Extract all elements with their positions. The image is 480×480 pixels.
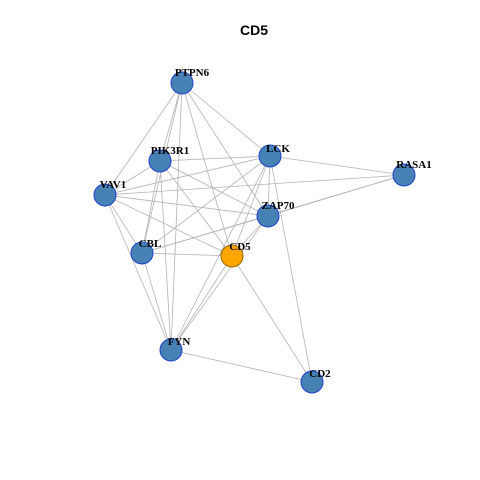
- node-label-zap70: ZAP70: [262, 200, 296, 212]
- edge-cd5-fyn: [170, 255, 233, 351]
- edge-pik3r1-zap70: [159, 160, 269, 217]
- edge-ptpn6-fyn: [170, 82, 183, 351]
- edge-zap70-fyn: [170, 215, 269, 351]
- node-label-fyn: FYN: [168, 336, 191, 348]
- node-cd2: CD2: [300, 368, 331, 394]
- node-label-rasa1: RASA1: [396, 159, 431, 171]
- node-lck: LCK: [258, 143, 290, 168]
- node-label-pik3r1: PIK3R1: [151, 145, 190, 157]
- node-circle-vav1: [93, 183, 117, 207]
- node-circle-rasa1: [392, 163, 416, 187]
- node-label-ptpn6: PTPN6: [175, 67, 210, 79]
- node-cbl: CBL: [130, 238, 162, 265]
- node-fyn: FYN: [159, 336, 191, 362]
- node-label-cd2: CD2: [309, 368, 331, 380]
- edge-lck-rasa1: [269, 155, 405, 176]
- edge-pik3r1-fyn: [159, 160, 172, 351]
- node-circle-ptpn6: [170, 71, 194, 95]
- edge-layer: [104, 82, 405, 383]
- edge-pik3r1-lck: [159, 155, 271, 162]
- edge-lck-cd5: [231, 155, 271, 257]
- edge-rasa1-vav1: [104, 174, 405, 196]
- edge-lck-vav1: [104, 155, 271, 196]
- node-circle-pik3r1: [148, 149, 172, 173]
- edge-cbl-cd5: [141, 252, 233, 257]
- node-zap70: ZAP70: [256, 200, 296, 228]
- node-circle-cbl: [130, 241, 154, 265]
- edge-zap70-cbl: [141, 215, 269, 254]
- edge-vav1-cd5: [104, 194, 233, 257]
- edge-lck-cd2: [269, 155, 313, 383]
- node-label-cd5: CD5: [229, 241, 251, 253]
- edge-pik3r1-cbl: [141, 160, 161, 254]
- edge-ptpn6-zap70: [181, 82, 269, 217]
- node-label-lck: LCK: [266, 143, 290, 155]
- node-label-cbl: CBL: [139, 238, 162, 250]
- edge-fyn-cd2: [170, 349, 313, 383]
- node-circle-cd5: [220, 244, 244, 268]
- node-pik3r1: PIK3R1: [148, 145, 190, 173]
- diagram-title: CD5: [240, 22, 268, 38]
- edge-vav1-fyn: [104, 194, 172, 351]
- edge-ptpn6-lck: [181, 82, 271, 157]
- node-circle-fyn: [159, 338, 183, 362]
- node-rasa1: RASA1: [392, 159, 432, 187]
- node-circle-lck: [258, 144, 282, 168]
- edge-cbl-fyn: [141, 252, 172, 351]
- edge-vav1-zap70: [104, 194, 269, 217]
- edge-lck-fyn: [170, 155, 271, 351]
- edge-pik3r1-cd5: [159, 160, 233, 257]
- node-circle-zap70: [256, 204, 280, 228]
- edge-lck-cbl: [141, 155, 271, 254]
- edge-ptpn6-pik3r1: [159, 82, 183, 162]
- edge-ptpn6-vav1: [104, 82, 183, 196]
- node-cd5: CD5: [220, 241, 251, 268]
- node-ptpn6: PTPN6: [170, 67, 210, 95]
- edge-cd5-cd2: [231, 255, 313, 383]
- edge-ptpn6-cd5: [181, 82, 233, 257]
- node-vav1: VAV1: [93, 179, 127, 207]
- node-circle-cd2: [300, 370, 324, 394]
- node-label-vav1: VAV1: [100, 179, 127, 191]
